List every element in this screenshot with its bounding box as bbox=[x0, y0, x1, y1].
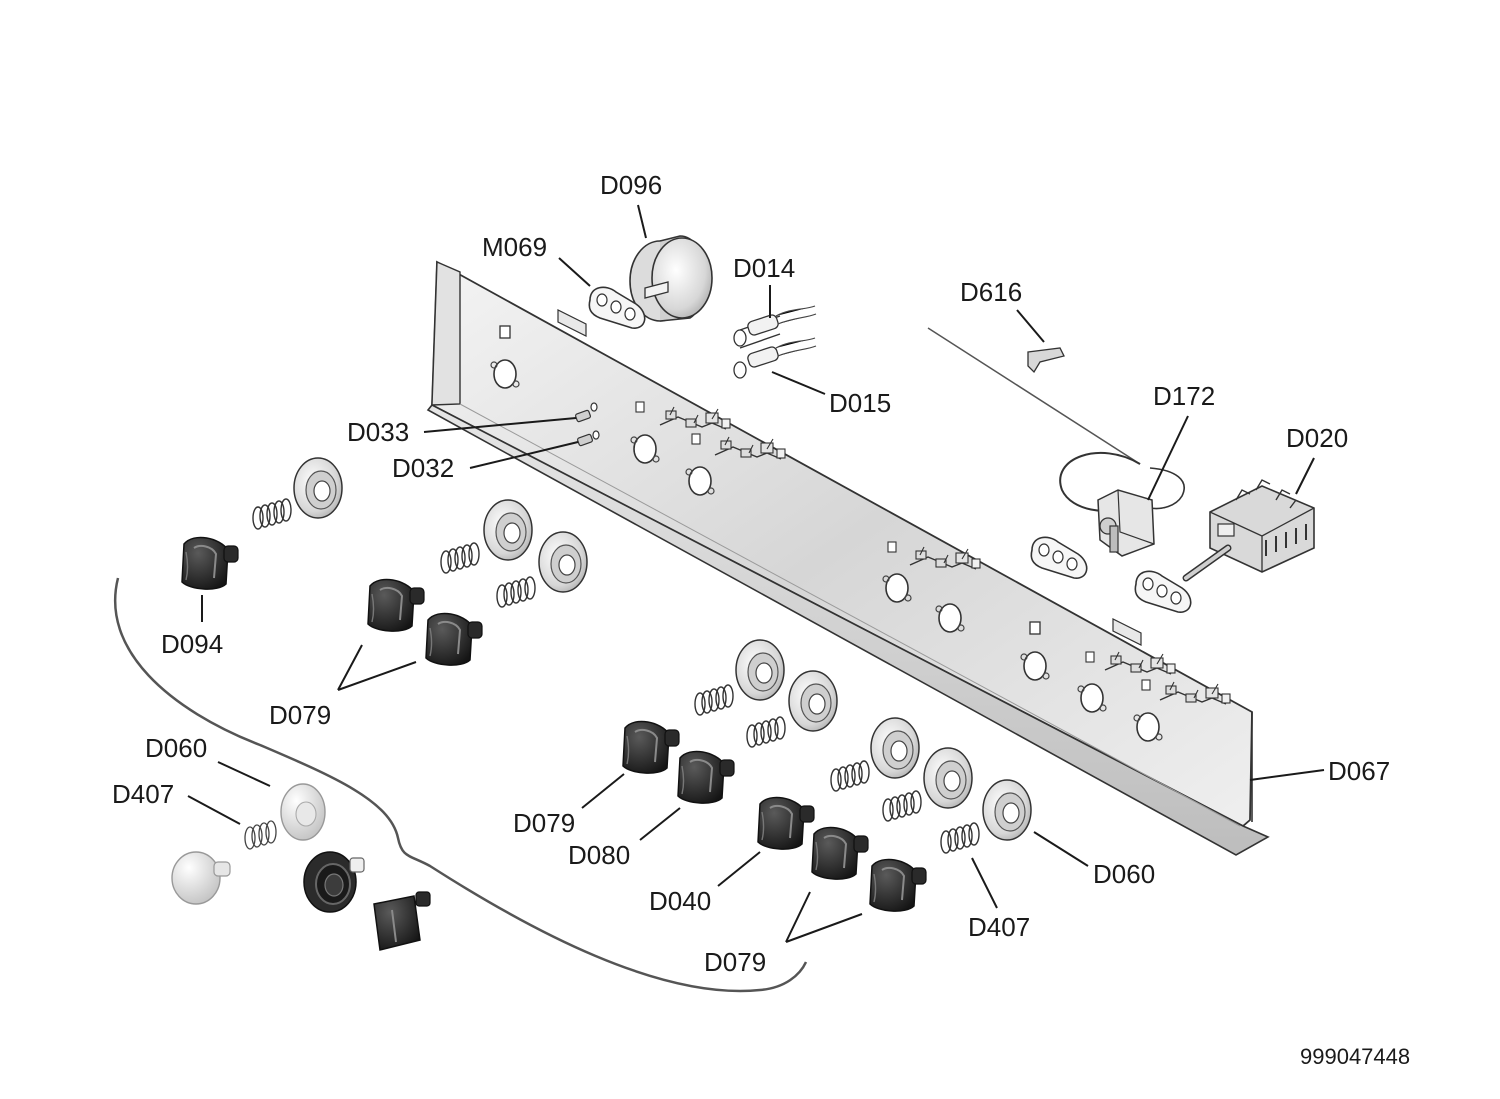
label-d033: D033 bbox=[347, 417, 409, 447]
knob-group-d040-d079 bbox=[757, 717, 1032, 913]
label-d014: D014 bbox=[733, 253, 795, 283]
knob-group-d079-left bbox=[367, 499, 588, 667]
label-d079-bottom: D079 bbox=[704, 947, 766, 977]
label-d040: D040 bbox=[649, 886, 711, 916]
part-labels: D096 M069 D014 D616 D015 D172 D020 D033 … bbox=[112, 170, 1410, 1069]
thermostat-probe-d616 bbox=[927, 327, 1141, 465]
label-d079-middle: D079 bbox=[513, 808, 575, 838]
label-d060-variant: D060 bbox=[145, 733, 207, 763]
label-d015: D015 bbox=[829, 388, 891, 418]
label-d407-variant: D407 bbox=[112, 779, 174, 809]
label-d096: D096 bbox=[600, 170, 662, 200]
gas-valves bbox=[635, 401, 1231, 705]
selector-switch-d020 bbox=[1182, 479, 1315, 582]
indicator-lamps bbox=[733, 305, 817, 379]
thermostat-d172 bbox=[1059, 451, 1185, 557]
knob-group-d079-d080 bbox=[622, 639, 838, 805]
leader-lines bbox=[187, 204, 1325, 943]
label-d080: D080 bbox=[568, 840, 630, 870]
label-d032: D032 bbox=[392, 453, 454, 483]
label-d616: D616 bbox=[960, 277, 1022, 307]
label-m069: M069 bbox=[482, 232, 547, 262]
label-d060: D060 bbox=[1093, 859, 1155, 889]
gasket-thermostat bbox=[1030, 536, 1088, 579]
gasket-selector bbox=[1134, 570, 1192, 613]
reference-number: 999047448 bbox=[1300, 1044, 1410, 1069]
variant-bracket bbox=[113, 577, 808, 993]
label-d067: D067 bbox=[1328, 756, 1390, 786]
label-d407: D407 bbox=[968, 912, 1030, 942]
variant-knob-parts bbox=[171, 783, 431, 951]
label-d172: D172 bbox=[1153, 381, 1215, 411]
knob-group-d094 bbox=[181, 457, 343, 591]
screws-d032-d033 bbox=[575, 402, 600, 447]
label-d094: D094 bbox=[161, 629, 223, 659]
label-d079-left: D079 bbox=[269, 700, 331, 730]
timer-d096 bbox=[629, 235, 713, 322]
panel-cutouts bbox=[490, 325, 1163, 742]
label-d020: D020 bbox=[1286, 423, 1348, 453]
